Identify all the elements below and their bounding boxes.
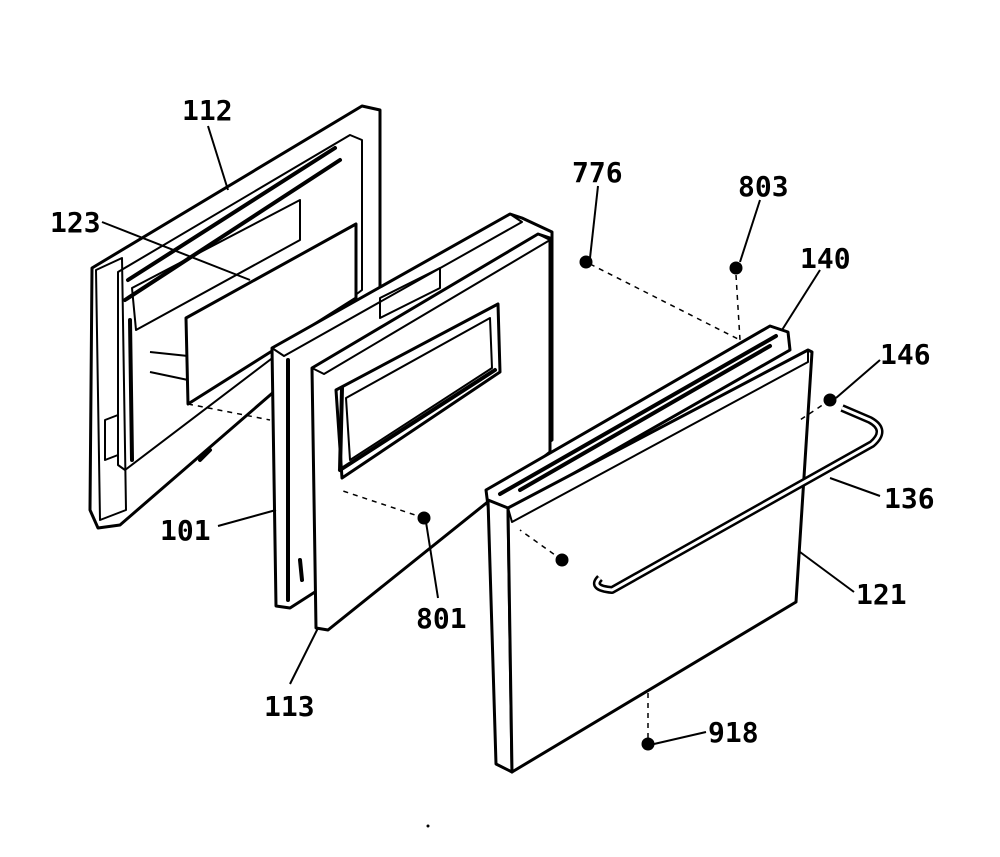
- label-121: 121: [856, 578, 907, 611]
- label-101: 101: [160, 514, 211, 547]
- label-803: 803: [738, 170, 789, 203]
- screw-803: [729, 261, 743, 275]
- part-136-handle: [593, 404, 884, 594]
- leader-lines: [101, 125, 881, 745]
- label-140: 140: [800, 242, 851, 275]
- screw-918: [641, 737, 655, 751]
- label-801: 801: [416, 602, 467, 635]
- label-136: 136: [884, 482, 935, 515]
- part-labels: 112 123 101 113 801 776 803 140 146 136 …: [50, 94, 935, 749]
- screw-776: [579, 255, 593, 269]
- assembly-lines: [187, 263, 831, 738]
- label-776: 776: [572, 156, 623, 189]
- label-918: 918: [708, 716, 759, 749]
- label-113: 113: [264, 690, 315, 723]
- label-123: 123: [50, 206, 101, 239]
- label-146: 146: [880, 338, 931, 371]
- stray-dot: [426, 824, 430, 828]
- label-112: 112: [182, 94, 233, 127]
- part-140-top-trim: [484, 324, 792, 514]
- part-123-window-glass: [149, 222, 358, 406]
- part-113-door-panel: [310, 232, 552, 632]
